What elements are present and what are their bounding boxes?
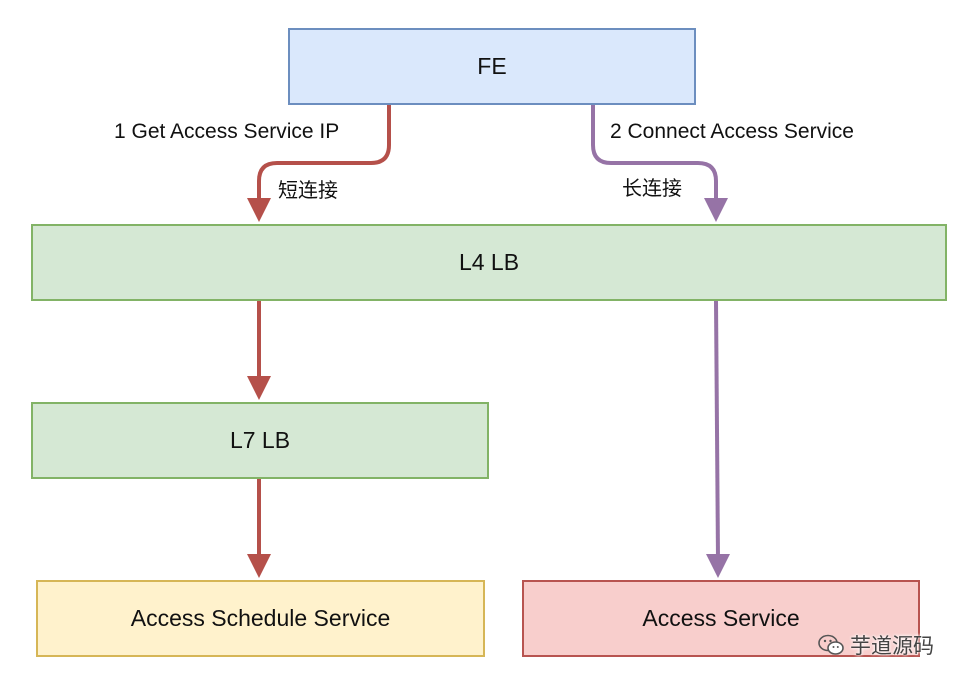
access-schedule-service-label: Access Schedule Service <box>130 605 391 631</box>
edge-label-get-access-service-ip: 1 Get Access Service IP <box>114 119 340 145</box>
access-service-label: Access Service <box>642 605 800 631</box>
l4-lb-label: L4 LB <box>458 249 520 275</box>
fe-label: FE <box>477 53 507 79</box>
l7-lb-label: L7 LB <box>229 427 291 453</box>
edge-label-short-connection: 短连接 <box>278 177 338 203</box>
edge-label-long-connection: 长连接 <box>622 175 682 201</box>
l4-lb-node: L4 LB <box>31 224 947 301</box>
watermark-text: 芋道源码 <box>850 634 934 658</box>
arrowhead-l4-to-access <box>706 554 730 578</box>
arrowhead-fe-to-l4-short <box>247 198 271 222</box>
fe-node: FE <box>288 28 696 105</box>
access-service-node: Access Service <box>522 580 920 657</box>
edge-l4-to-access <box>714 300 720 561</box>
edge-fe-to-l4-long <box>591 105 718 204</box>
arrowhead-l4-to-l7 <box>247 376 271 400</box>
l7-lb-node: L7 LB <box>31 402 489 479</box>
edge-label-connect-access-service: 2 Connect Access Service <box>610 119 854 145</box>
arrowhead-fe-to-l4-long <box>704 198 728 222</box>
wechat-icon <box>818 634 844 655</box>
access-schedule-service-node: Access Schedule Service <box>36 580 485 657</box>
watermark: 芋道源码 <box>818 630 934 660</box>
arrowhead-l7-to-schedule <box>247 554 271 578</box>
edge-fe-to-l4-short <box>257 105 391 204</box>
